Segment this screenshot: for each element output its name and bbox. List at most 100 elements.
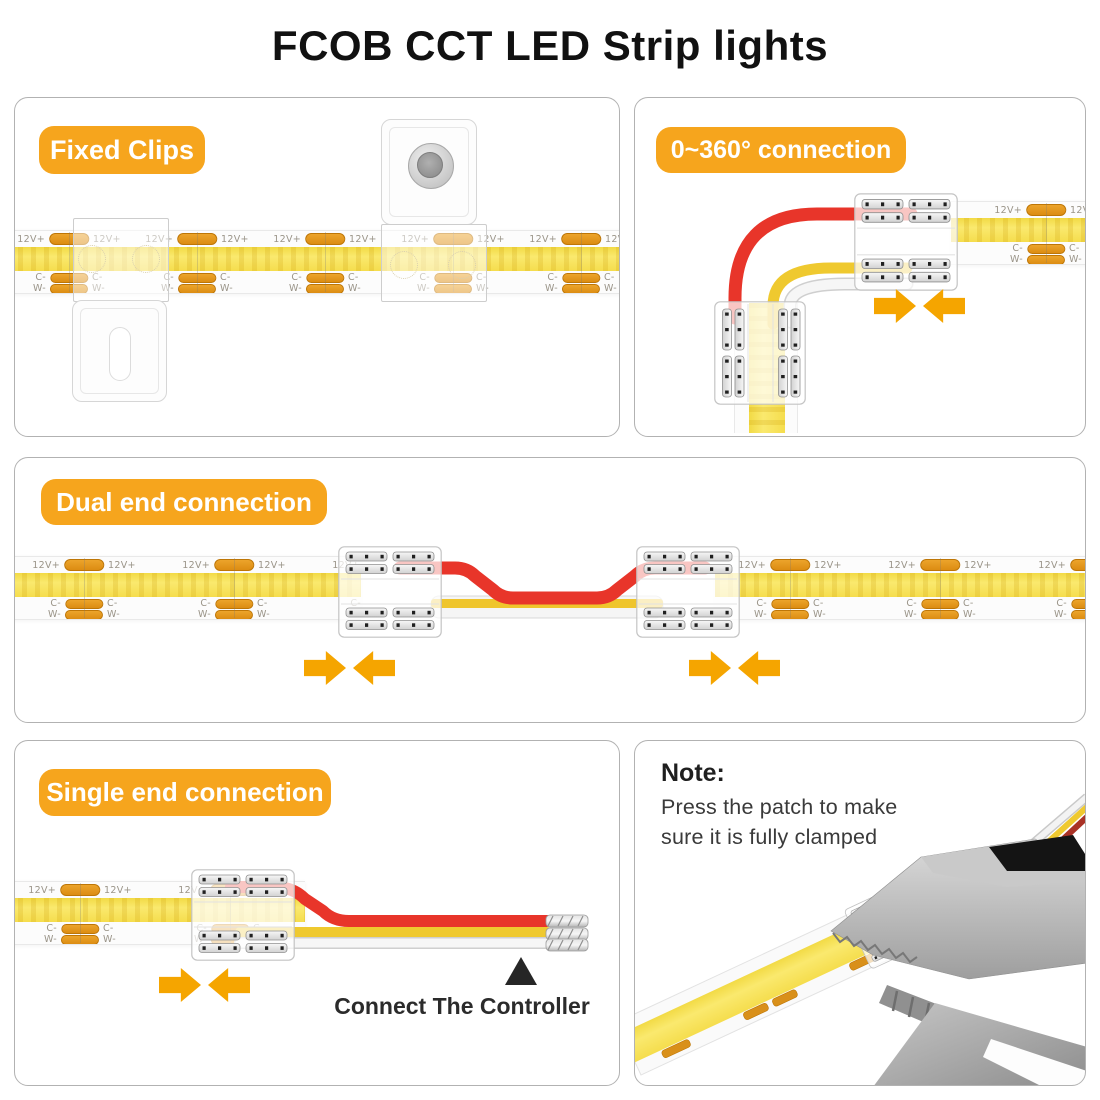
solder-pad — [65, 598, 103, 609]
solder-pad — [771, 609, 809, 619]
strip-label-w: W- — [43, 934, 57, 945]
strip-segment: 12V+ 12V+ C- C- W- W- — [261, 231, 389, 293]
pad-group-w: W- W- — [43, 934, 116, 945]
strip-label-c: C- — [50, 598, 61, 609]
strip-label-12v: 12V+ — [273, 233, 301, 245]
controller-label: Connect The Controller — [334, 993, 590, 1019]
strip-label-12v: 12V+ — [477, 233, 505, 245]
strip-label-w: W- — [1069, 254, 1083, 265]
strip-label-w: W- — [47, 609, 61, 620]
press-arrows — [874, 289, 965, 323]
panel-note: Note: Press the patch to make sure it is… — [634, 740, 1086, 1086]
strip-label-w: W- — [288, 283, 302, 294]
strip-connector — [191, 869, 295, 961]
solder-pad — [306, 272, 344, 283]
press-arrow-right-icon — [304, 651, 346, 685]
solder-pad — [1071, 609, 1085, 619]
solder-pad — [1026, 204, 1066, 216]
solder-pad — [1071, 598, 1085, 609]
solder-pad — [1070, 559, 1085, 571]
strip-label-c: C- — [257, 598, 268, 609]
strip-label-12v: 12V+ — [182, 559, 210, 571]
solder-pad — [921, 598, 959, 609]
strip-label-12v: 12V+ — [17, 233, 45, 245]
note-heading: Note: — [661, 759, 725, 787]
solder-pad — [61, 923, 99, 934]
mounting-clip-screwed-flap — [381, 119, 477, 225]
cut-line — [84, 558, 85, 618]
panel-360-connection: 12V+ 12V+ C- C- W- W- — [634, 97, 1086, 437]
strip-label-c: C- — [604, 272, 615, 283]
badge-single-end: Single end connection — [39, 769, 331, 816]
strip-label-12v: 12V+ — [605, 233, 619, 245]
strip-segment: 12V+ 12V+ C- C- W- W- — [865, 557, 1015, 619]
strip-segment: 12V+ 12V+ C- C- W- W- — [15, 882, 155, 945]
strip-label-12v: 12V+ — [738, 559, 766, 571]
pliers-serrations — [891, 990, 979, 1042]
strip-label-w: W- — [348, 283, 362, 294]
cut-line — [69, 232, 70, 292]
strip-connector — [854, 193, 958, 291]
controller-wires — [1028, 793, 1085, 861]
solder-pad — [771, 598, 809, 609]
strip-label-12v: 12V+ — [108, 559, 136, 571]
pad-group-w: W- W- — [1010, 254, 1083, 265]
mounting-clip-screwed-body — [381, 224, 487, 302]
pad-group-c: C- C- — [291, 272, 358, 283]
strip-label-w: W- — [220, 283, 234, 294]
solder-pad — [920, 559, 960, 571]
solder-pad — [177, 233, 217, 245]
strip-label-12v: 12V+ — [28, 884, 56, 896]
cut-line — [1046, 203, 1047, 263]
strip-label-c: C- — [220, 272, 231, 283]
pad-group-w: W- W- — [754, 609, 826, 619]
note-line-2: sure it is fully clamped — [661, 825, 878, 849]
pad-group-w: W- W- — [288, 283, 362, 294]
pad-group-c: C- C- — [50, 598, 117, 609]
strip-label-c: C- — [103, 923, 114, 934]
cut-line — [234, 558, 235, 618]
press-arrows-left — [304, 651, 395, 685]
strip-segment: 12V+ 12V+ C- C- W- W- — [15, 557, 159, 620]
cut-line — [940, 558, 941, 618]
press-arrow-right-icon — [159, 968, 201, 1002]
strip-label-12v: 12V+ — [888, 559, 916, 571]
solder-pad — [215, 609, 253, 619]
strip-label-c: C- — [1056, 598, 1067, 609]
strip-connector-left — [338, 546, 442, 638]
press-arrow-right-icon — [874, 289, 916, 323]
strip-label-c: C- — [348, 272, 359, 283]
strip-label-c: C- — [963, 598, 974, 609]
pad-group-w: W- W- — [1054, 609, 1085, 619]
cut-line — [581, 232, 582, 292]
mounting-clip-open-flap — [72, 300, 167, 402]
badge-360-connection: 0~360° connection — [656, 127, 906, 173]
strip-label-c: C- — [46, 923, 57, 934]
clip-texture-circle — [132, 245, 160, 273]
led-strip-left: 12V+ 12V+ C- C- W- W- 12V+ — [15, 556, 361, 620]
solder-pad — [61, 934, 99, 944]
cob-led-band — [15, 573, 361, 597]
strip-label-12v: 12V+ — [32, 559, 60, 571]
pad-group-c: C- C- — [46, 923, 113, 934]
bare-wire-tips — [545, 914, 589, 952]
strip-label-c: C- — [813, 598, 824, 609]
pad-group-12v: 12V+ 12V+ — [273, 233, 377, 245]
solder-pad — [1027, 243, 1065, 254]
press-arrow-left-icon — [738, 651, 780, 685]
strip-label-w: W- — [903, 609, 917, 620]
ribbon-yellow-stripe — [431, 599, 663, 608]
solder-pad — [60, 884, 100, 896]
pliers — [830, 835, 1085, 1085]
strip-label-c: C- — [547, 272, 558, 283]
strip-label-12v: 12V+ — [994, 204, 1022, 216]
mounting-clip-open-body — [73, 218, 169, 302]
strip-label-c: C- — [1069, 243, 1080, 254]
strip-label-12v: 12V+ — [814, 559, 842, 571]
pad-group-c: C- C- — [756, 598, 823, 609]
strip-segment: 12V+ 12V+ C- C- W- W- — [715, 557, 865, 619]
clip-slot — [108, 327, 131, 381]
pad-group-w: W- W- — [198, 609, 270, 619]
press-arrow-left-icon — [208, 968, 250, 1002]
pad-group-12v: 12V+ 12V+ — [529, 233, 619, 245]
